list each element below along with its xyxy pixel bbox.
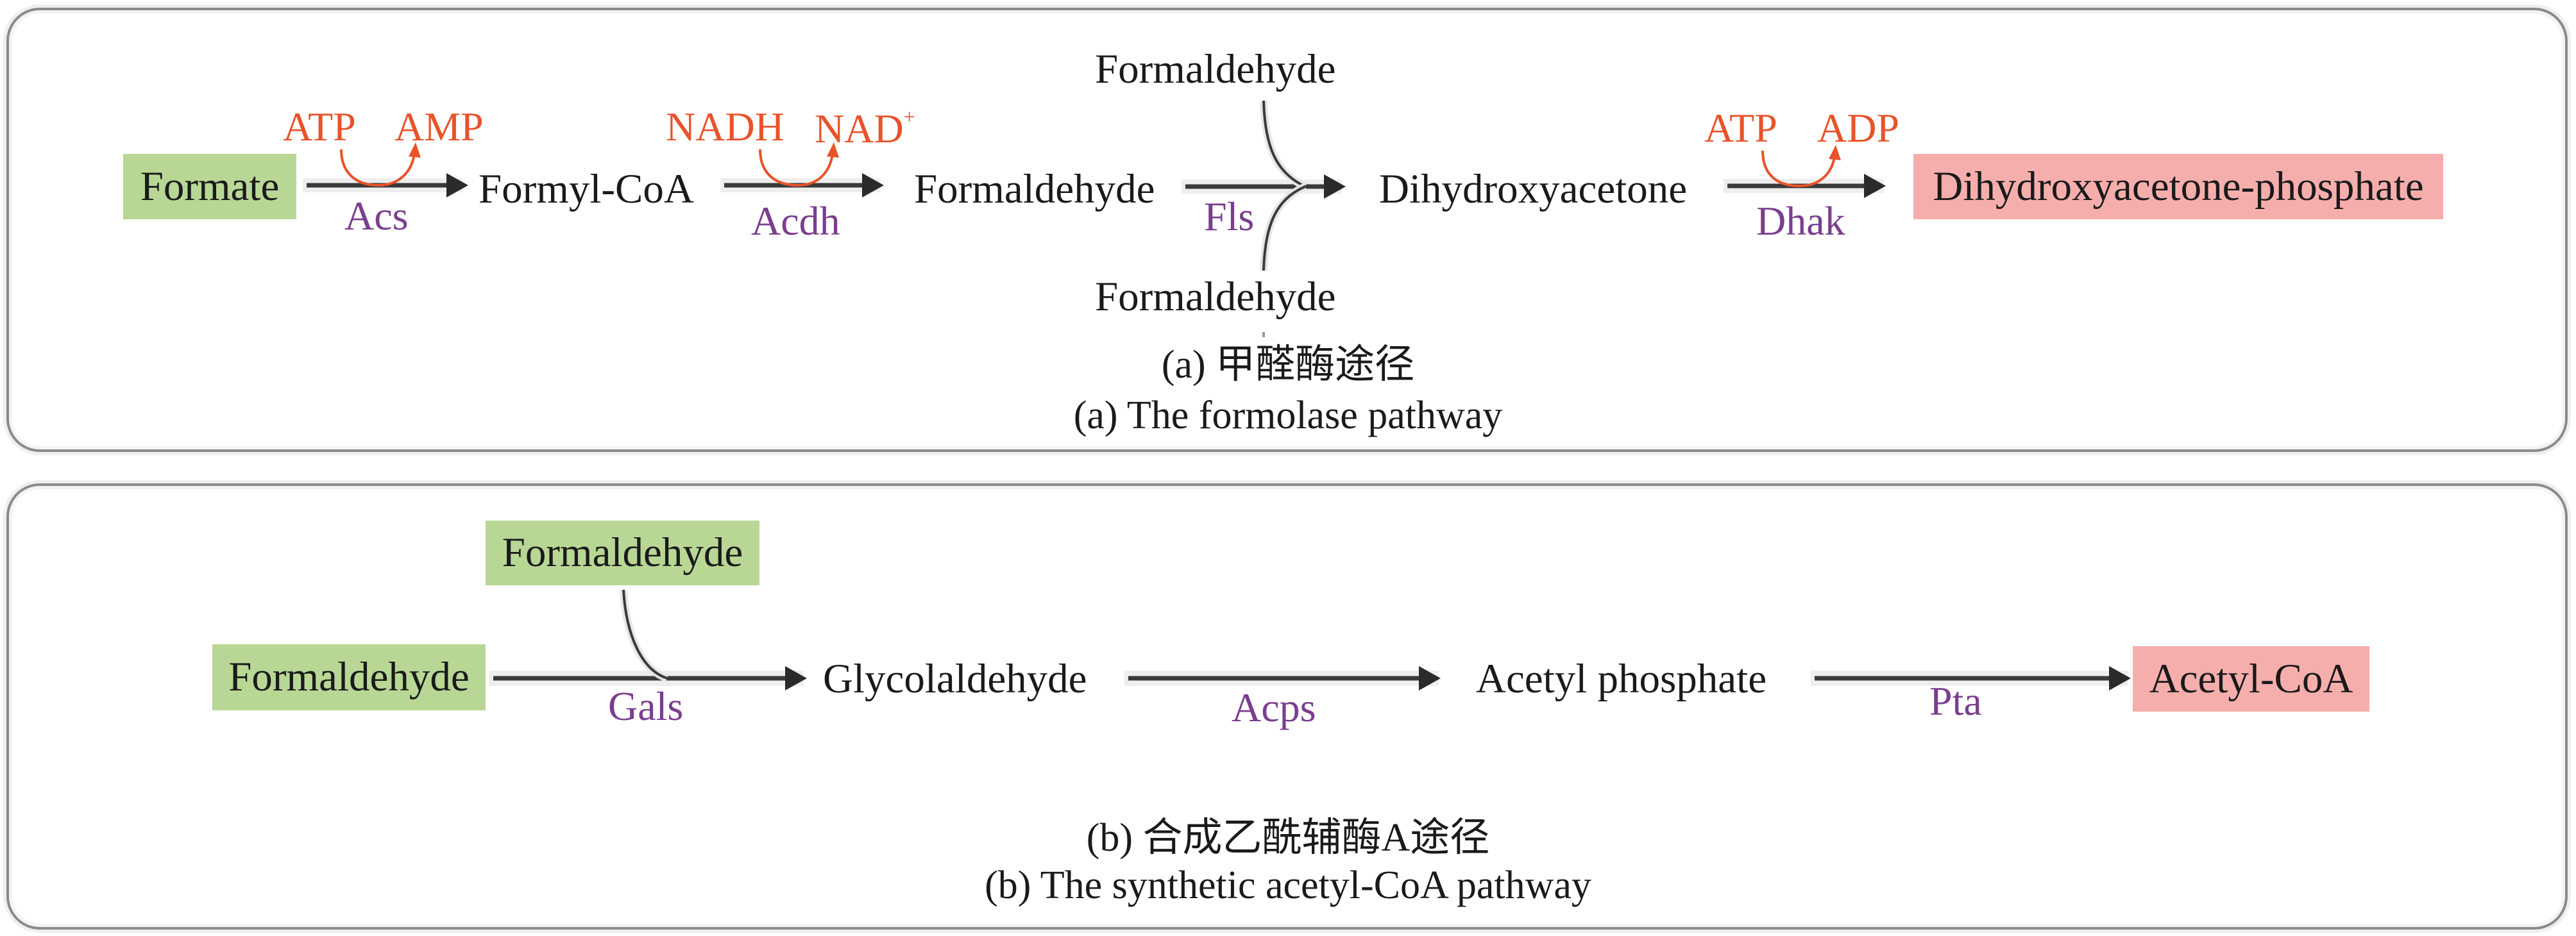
intermediate-formaldehyde: Formaldehyde (914, 166, 1155, 212)
enzyme-pta: Pta (1929, 678, 1982, 724)
enzyme-fls: Fls (1204, 194, 1255, 239)
cofactor-out-amp: AMP (394, 104, 484, 149)
enzyme-acdh: Acdh (751, 198, 840, 244)
enzyme-acps: Acps (1232, 685, 1316, 730)
cofactor-in-atp: ATP (283, 104, 356, 149)
caption-a-english: (a) The formolase pathway (1073, 394, 1503, 437)
product-label-b: Acetyl-CoA (2149, 655, 2353, 702)
panel-synthetic-acetyl-coa-pathway (6, 483, 2568, 930)
substrate-box-formaldehyde: Formaldehyde (212, 644, 486, 710)
cofactor-in-nadh: NADH (666, 104, 784, 149)
cofactor-out-nad-charge: + (903, 105, 915, 128)
co-substrate-box-formaldehyde: Formaldehyde (486, 521, 759, 585)
product-box-dihydroxyacetone-phosphate: Dihydroxyacetone-phosphate (1913, 154, 2443, 219)
co-substrate-label: Formaldehyde (502, 530, 743, 576)
product-label: Dihydroxyacetone-phosphate (1933, 163, 2424, 210)
enzyme-dhak: Dhak (1756, 198, 1845, 244)
cofactor-out-nad-text: NAD (815, 105, 904, 151)
substrate-label-b: Formaldehyde (228, 654, 470, 700)
intermediate-acetyl-phosphate: Acetyl phosphate (1476, 656, 1767, 702)
caption-a-chinese: (a) 甲醛酶途径 (1161, 343, 1415, 387)
cofactor-in-atp-dhak: ATP (1704, 105, 1777, 151)
cofactor-out-nad: NAD+ (815, 106, 915, 149)
caption-b-english: (b) The synthetic acetyl-CoA pathway (985, 864, 1591, 907)
caption-b-chinese: (b) 合成乙酰辅酶A途径 (1086, 816, 1490, 860)
panel-formolase-pathway (6, 8, 2568, 452)
substrate-label: Formate (140, 163, 280, 210)
product-box-acetyl-coa: Acetyl-CoA (2133, 646, 2369, 712)
enzyme-acs: Acs (344, 193, 409, 238)
intermediate-formyl-coa: Formyl-CoA (479, 166, 694, 212)
intermediate-glycolaldehyde: Glycolaldehyde (823, 656, 1087, 702)
intermediate-dihydroxyacetone: Dihydroxyacetone (1379, 166, 1688, 212)
co-substrate-formaldehyde-top: Formaldehyde (1095, 46, 1336, 92)
co-substrate-formaldehyde-bottom: Formaldehyde (1095, 274, 1336, 320)
substrate-box-formate: Formate (123, 154, 296, 219)
enzyme-gals: Gals (608, 683, 684, 729)
cofactor-out-adp: ADP (1817, 105, 1900, 151)
